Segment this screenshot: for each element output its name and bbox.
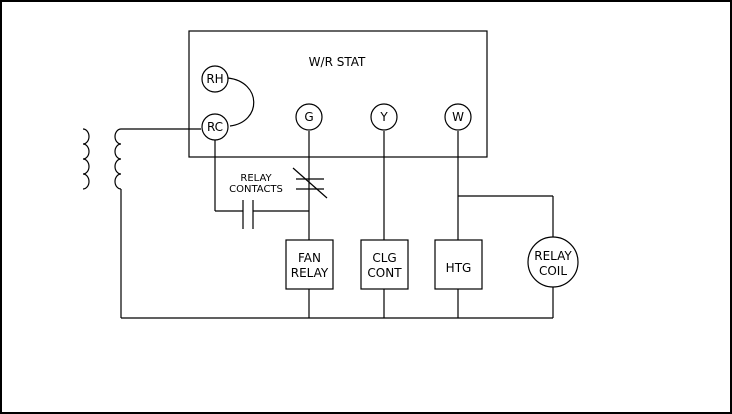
transformer-icon — [82, 128, 122, 190]
relay-coil-label-line1: RELAY — [534, 249, 572, 263]
htg-box: HTG — [434, 239, 483, 290]
relay-contact-closed — [292, 167, 328, 199]
terminal-y-label: Y — [379, 110, 388, 124]
terminal-y: Y — [370, 103, 398, 131]
clg-cont-box: CLG CONT — [360, 239, 409, 290]
terminal-rc: RC — [201, 113, 229, 141]
terminal-rh: RH — [201, 65, 229, 93]
terminal-w-label: W — [452, 110, 464, 124]
relay-contact-open — [242, 200, 254, 229]
relay-coil: RELAY COIL — [527, 236, 579, 288]
terminal-w: W — [444, 103, 472, 131]
htg-label: HTG — [446, 261, 472, 275]
terminal-rc-label: RC — [207, 120, 223, 134]
thermostat-title: W/R STAT — [309, 55, 366, 69]
wiring — [120, 77, 554, 319]
thermostat-box — [188, 30, 488, 158]
relay-coil-label-line2: COIL — [539, 264, 567, 278]
terminal-rh-label: RH — [206, 72, 223, 86]
relay-contacts-label-line1: RELAY — [240, 173, 272, 184]
clg-cont-label-line2: CONT — [367, 266, 402, 280]
fan-relay-label-line1: FAN — [298, 251, 321, 265]
terminal-g-label: G — [304, 110, 313, 124]
relay-contacts-label-line2: CONTACTS — [229, 184, 283, 195]
fan-relay-label-line2: RELAY — [291, 266, 329, 280]
fan-relay-box: FAN RELAY — [285, 239, 334, 290]
terminal-g: G — [295, 103, 323, 131]
clg-cont-label-line1: CLG — [372, 251, 396, 265]
